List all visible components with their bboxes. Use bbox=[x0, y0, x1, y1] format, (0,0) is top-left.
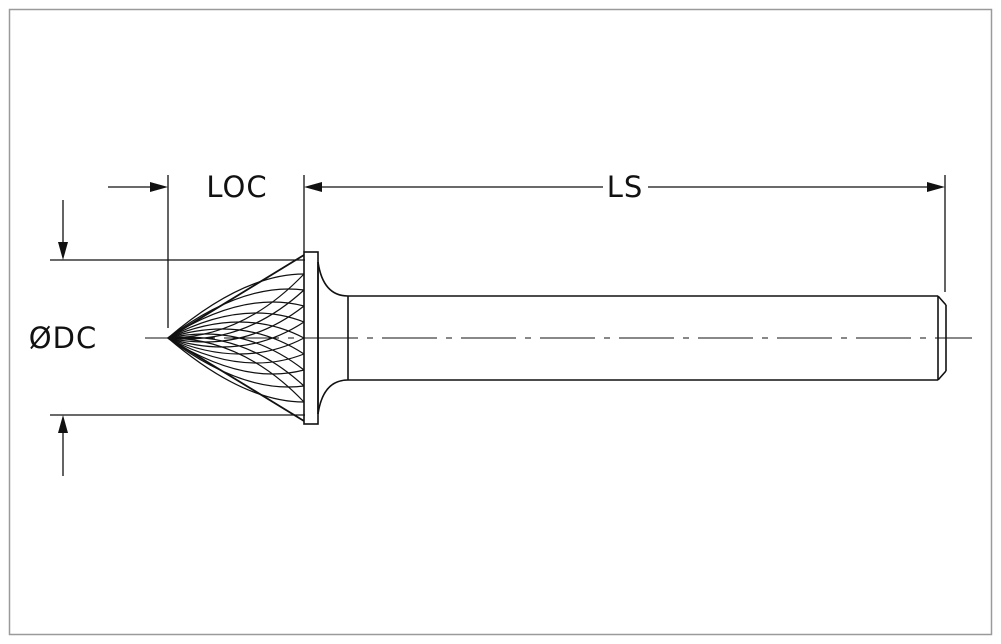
ls-arrowhead-right bbox=[927, 182, 945, 192]
loc-label: LOC bbox=[206, 170, 267, 204]
drawing-frame bbox=[8, 8, 993, 636]
flute-curve bbox=[167, 337, 305, 403]
flute-curve bbox=[167, 312, 305, 339]
flute-curve bbox=[167, 301, 305, 339]
flute-curve bbox=[167, 337, 305, 403]
flute-curve bbox=[167, 337, 305, 364]
diameter-dimension bbox=[50, 200, 305, 476]
diameter-arrowheads bbox=[58, 242, 68, 433]
dc-arrowhead-top bbox=[58, 242, 68, 260]
cone-flute-pattern bbox=[167, 273, 305, 403]
dc-label: ØDC bbox=[29, 321, 97, 355]
length-arrowheads bbox=[150, 182, 945, 192]
flute-curve bbox=[167, 273, 305, 339]
length-dimensions bbox=[108, 175, 946, 328]
ls-arrowhead-left bbox=[304, 182, 322, 192]
dc-arrowhead-bottom bbox=[58, 415, 68, 433]
loc-arrowhead bbox=[150, 182, 168, 192]
flute-curve bbox=[167, 305, 305, 343]
flute-curve bbox=[167, 273, 305, 339]
shank bbox=[347, 295, 947, 381]
ls-label: LS bbox=[607, 170, 644, 204]
flute-curve bbox=[167, 288, 305, 339]
flute-curve bbox=[167, 337, 305, 375]
flute-curve bbox=[167, 337, 305, 388]
